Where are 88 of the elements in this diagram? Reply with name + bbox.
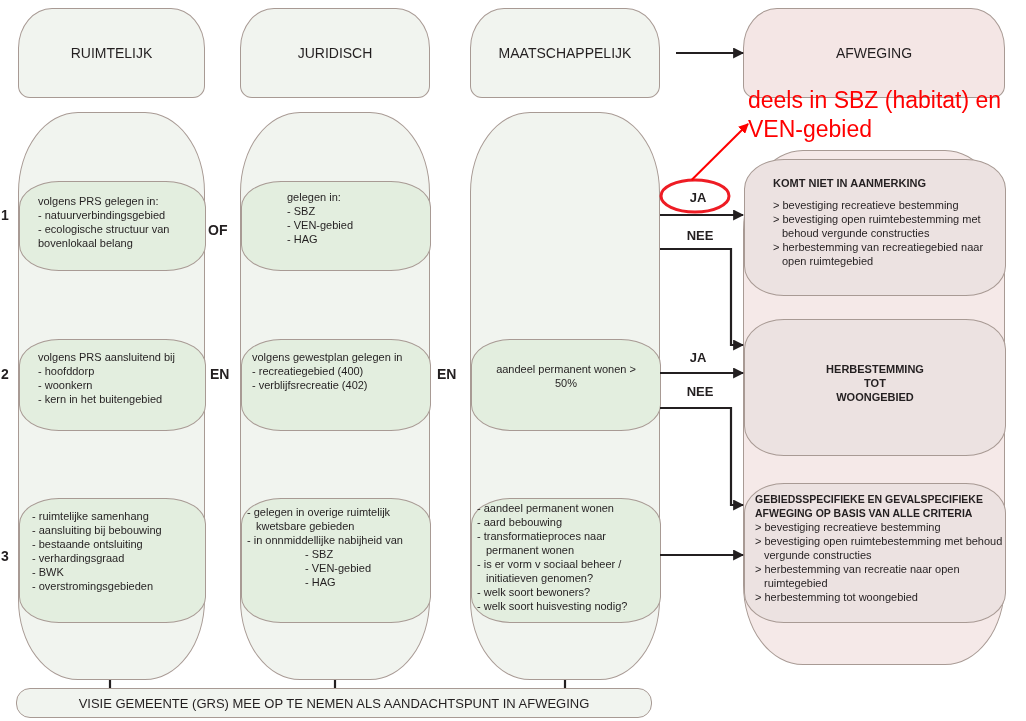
column-panel [240, 112, 430, 680]
list-line: - bestaande ontsluiting [32, 537, 144, 551]
list-line: - HAG [305, 575, 337, 589]
edge-label: NEE [684, 228, 716, 243]
criterion-box [19, 339, 206, 431]
criterion-box [241, 339, 431, 431]
list-line: - recreatiegebied (400) [252, 364, 365, 378]
column-heading: JURIDISCH [297, 45, 373, 61]
criterion-box [19, 181, 206, 271]
list-line: - SBZ [287, 204, 317, 218]
connector-line [108, 680, 112, 688]
edge-label: NEE [684, 384, 716, 399]
connector-line [333, 680, 337, 688]
logic-operator: OF [208, 222, 228, 238]
list-line: - hoofddorp [38, 364, 96, 378]
row-number: 1 [1, 207, 9, 223]
list-line: - SBZ [305, 547, 335, 561]
outcome-box [744, 319, 1006, 456]
criterion-box [471, 498, 661, 623]
list-line: - in onnmiddellijke nabijheid van [247, 533, 404, 547]
logic-operator: EN [437, 366, 457, 382]
list-line: - transformatieproces naar permanent wonen [477, 529, 607, 557]
list-line: volgens PRS gelegen in: [38, 194, 160, 208]
column-header-box [470, 8, 660, 98]
list-line: > bevestiging open ruimtebestemming met behoud vergunde constructies [773, 212, 982, 240]
list-line: > bevestiging recreatieve bestemming [773, 198, 960, 212]
box-heading: HERBESTEMMING TOT WOONGEBIED [826, 362, 924, 404]
list-line: - is er vorm v sociaal beheer / initiatieven genomen? [477, 557, 623, 585]
logic-operator: EN [210, 366, 230, 382]
arrow [660, 367, 745, 379]
criterion-box [19, 498, 206, 623]
box-heading: KOMT NIET IN AANMERKING [773, 176, 927, 190]
list-line: - verhardingsgraad [32, 551, 126, 565]
arrow [690, 123, 749, 181]
criterion-box [471, 339, 661, 431]
outcome-box [744, 483, 1006, 623]
note-text: VISIE GEMEENTE (GRS) MEE OP TE NEMEN ALS AANDACHTSPUNT IN AFWEGING [78, 695, 590, 711]
column-heading: AFWEGING [835, 45, 913, 61]
list-line: - aansluiting bij bebouwing [32, 523, 163, 537]
highlight-ellipse [659, 178, 731, 214]
list-line: - verblijfsrecreatie (402) [252, 378, 369, 392]
list-line: > herbestemming van recreatie naar open ruimtegebied [755, 562, 961, 590]
list-line: - aandeel permanent wonen [477, 501, 615, 515]
criterion-box [241, 181, 431, 271]
logic-operator: 3 [1, 548, 9, 564]
list-line: - HAG [287, 232, 319, 246]
list-line: > bevestiging open ruimtebestemming met behoud vergunde constructies [755, 534, 1004, 562]
box-text: aandeel permanent wonen > 50% [496, 362, 636, 390]
list-line: - gelegen in overige ruimtelijk kwetsbare gebieden [247, 505, 392, 533]
connector-line [563, 680, 567, 688]
list-line: volgens gewestplan gelegen in [252, 350, 404, 364]
list-line: - woonkern [38, 378, 94, 392]
column-panel [470, 112, 660, 680]
list-line: > bevestiging recreatieve bestemming [755, 520, 942, 534]
annotation-text: deels in SBZ (habitat) en VEN-gebied [748, 86, 1020, 148]
arrow [660, 209, 745, 221]
list-line: > herbestemming van recreatiegebied naar open ruimtegebied [773, 240, 985, 268]
list-line: - VEN-gebied [287, 218, 355, 232]
list-line: gelegen in: [287, 190, 342, 204]
arrow [676, 47, 745, 59]
criterion-box [241, 498, 431, 623]
list-line: - welk soort huisvesting nodig? [477, 599, 629, 613]
list-line: - kern in het buitengebied [38, 392, 164, 406]
arrow [660, 247, 745, 351]
column-panel [18, 112, 205, 680]
note-bar [16, 688, 652, 718]
outcome-box [744, 159, 1006, 296]
list-line: > herbestemming tot woongebied [755, 590, 919, 604]
list-line: - ecologische structuur van bovenlokaal belang [38, 222, 171, 250]
list-line: - ruimtelijke samenhang [32, 509, 150, 523]
box-heading: GEBIEDSSPECIFIEKE EN GEVALSPECIFIEKE AFWEGING OP BASIS VAN ALLE CRITERIA [755, 492, 984, 520]
edge-label: JA [687, 190, 709, 205]
row-number: 2 [1, 366, 9, 382]
arrow [660, 406, 745, 511]
arrow [660, 549, 745, 561]
list-line: - aard bebouwing [477, 515, 563, 529]
list-line: - welk soort bewoners? [477, 585, 592, 599]
column-header-box [240, 8, 430, 98]
column-heading: MAATSCHAPPELIJK [498, 45, 632, 61]
edge-label: JA [687, 350, 709, 365]
column-heading: RUIMTELIJK [70, 45, 153, 61]
column-panel [743, 150, 1005, 665]
list-line: volgens PRS aansluitend bij [38, 350, 176, 364]
column-header-box [18, 8, 205, 98]
list-line: - BWK [32, 565, 65, 579]
list-line: - overstromingsgebieden [32, 579, 155, 593]
list-line: - natuurverbindingsgebied [38, 208, 167, 222]
list-line: - VEN-gebied [305, 561, 373, 575]
